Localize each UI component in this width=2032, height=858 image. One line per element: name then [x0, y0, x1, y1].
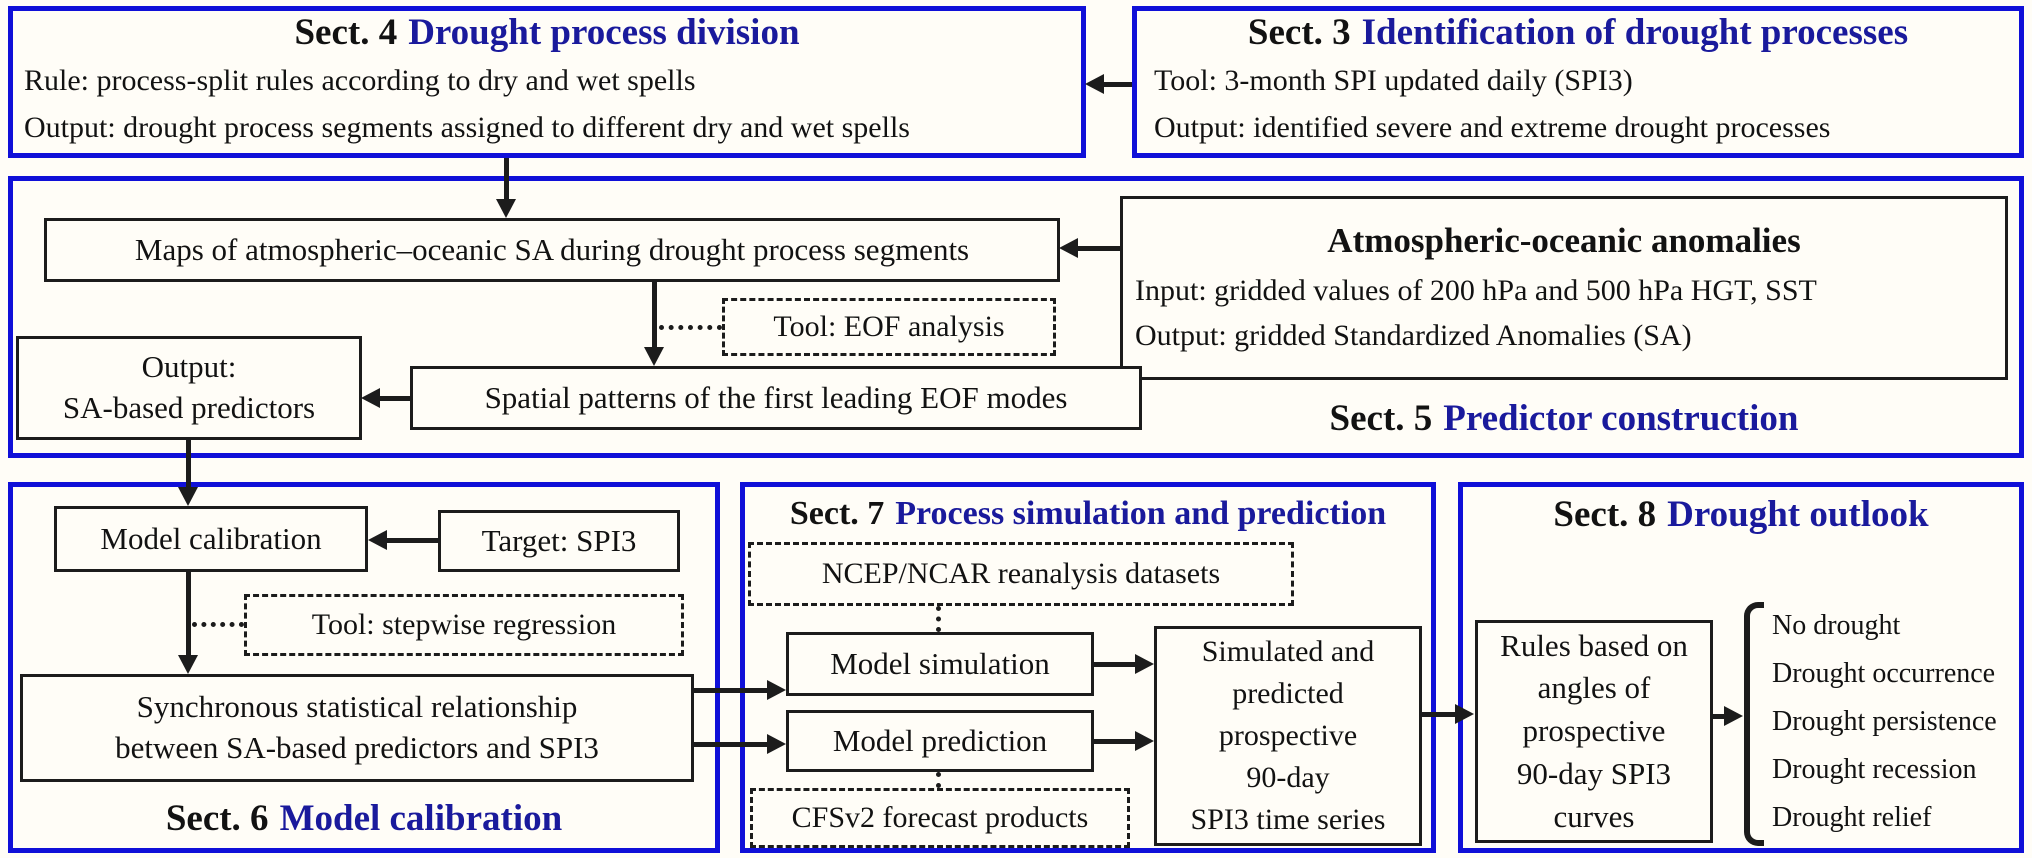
- result-line-4: 90-day: [1246, 761, 1330, 794]
- sect7-title: Sect. 7 Process simulation and prediction: [740, 494, 1436, 533]
- dotted-connector-eof: [659, 325, 722, 330]
- maps-of-sa-label: Maps of atmospheric–oceanic SA during dr…: [134, 231, 970, 267]
- dotted-connector-stepwise: [192, 622, 244, 627]
- ncep-reanalysis-box: NCEP/NCAR reanalysis datasets: [748, 542, 1294, 606]
- outcomes-bracket: [1744, 602, 1764, 846]
- result-line-3: prospective: [1218, 719, 1358, 752]
- sect3-body: Tool: 3-month SPI updated daily (SPI3) O…: [1154, 58, 2014, 151]
- spatial-patterns-label: Spatial patterns of the first leading EO…: [484, 379, 1068, 415]
- atmos-input-line: Input: gridded values of 200 hPa and 500…: [1135, 274, 1817, 308]
- sect3-tool-line: Tool: 3-month SPI updated daily (SPI3): [1154, 64, 1633, 97]
- sect6-title-text: Model calibration: [279, 798, 563, 839]
- maps-of-sa-box: Maps of atmospheric–oceanic SA during dr…: [44, 218, 1060, 282]
- spatial-patterns-box: Spatial patterns of the first leading EO…: [410, 366, 1142, 430]
- sect6-container: [8, 482, 720, 853]
- rules-line-5: curves: [1553, 798, 1635, 834]
- sect4-rule-line: Rule: process-split rules according to d…: [24, 64, 696, 97]
- sect6-number: Sect. 6: [165, 798, 269, 839]
- stepwise-regression-tool-box: Tool: stepwise regression: [244, 594, 684, 656]
- target-spi3-label: Target: SPI3: [481, 522, 637, 558]
- sect8-title-text: Drought outlook: [1667, 494, 1929, 535]
- outcome-drought-occurrence: Drought occurrence: [1772, 658, 1996, 689]
- eof-analysis-tool-label: Tool: EOF analysis: [773, 310, 1005, 344]
- synchronous-relationship-box: Synchronous statistical relationship bet…: [20, 674, 694, 782]
- sect5-title-text: Predictor construction: [1443, 398, 1799, 439]
- sect7-container: [740, 482, 1436, 853]
- outcome-no-drought: No drought: [1772, 610, 1901, 641]
- result-line-2: predicted: [1232, 677, 1344, 710]
- model-prediction-box: Model prediction: [786, 710, 1094, 772]
- sect7-number: Sect. 7: [789, 495, 885, 532]
- sect4-container: [8, 6, 1086, 158]
- stepwise-regression-tool-label: Tool: stepwise regression: [311, 608, 617, 642]
- sa-predictors-output-box: Output: SA-based predictors: [16, 336, 362, 440]
- synchronous-line1: Synchronous statistical relationship: [136, 689, 578, 725]
- sect4-output-line: Output: drought process segments assigne…: [24, 110, 910, 144]
- outcome-drought-relief: Drought relief: [1772, 802, 1932, 833]
- sect3-output-line: Output: identified severe and extreme dr…: [1154, 110, 1831, 144]
- sect3-number: Sect. 3: [1247, 12, 1351, 53]
- model-calibration-label: Model calibration: [100, 520, 322, 556]
- sect8-number: Sect. 8: [1553, 494, 1657, 535]
- sect3-container: [1132, 6, 2024, 158]
- sa-predictors-line1: Output:: [141, 349, 237, 385]
- synchronous-line2: between SA-based predictors and SPI3: [115, 730, 599, 765]
- outcome-drought-persistence: Drought persistence: [1772, 706, 1997, 737]
- sa-predictors-line2: SA-based predictors: [62, 390, 316, 425]
- atmospheric-oceanic-anomalies-box: Atmospheric-oceanic anomalies Input: gri…: [1120, 196, 2008, 380]
- sect3-title-text: Identification of drought processes: [1361, 12, 1909, 53]
- ncep-reanalysis-label: NCEP/NCAR reanalysis datasets: [821, 557, 1221, 591]
- sect7-title-text: Process simulation and prediction: [895, 495, 1387, 532]
- sect8-container: [1458, 482, 2024, 853]
- rules-line-2: angles of: [1537, 670, 1651, 706]
- model-simulation-label: Model simulation: [830, 645, 1050, 681]
- result-line-1: Simulated and: [1201, 635, 1375, 668]
- atmos-output-line: Output: gridded Standardized Anomalies (…: [1135, 319, 1692, 353]
- target-spi3-box: Target: SPI3: [438, 510, 680, 572]
- eof-analysis-tool-box: Tool: EOF analysis: [722, 298, 1056, 356]
- outcome-drought-recession: Drought recession: [1772, 754, 1977, 785]
- rules-line-1: Rules based on: [1500, 627, 1688, 663]
- rules-angles-box: Rules based on angles of prospective 90-…: [1475, 620, 1713, 843]
- model-prediction-label: Model prediction: [832, 722, 1048, 758]
- rules-line-3: prospective: [1522, 713, 1666, 749]
- result-line-5: SPI3 time series: [1190, 803, 1386, 836]
- sect5-number: Sect. 5: [1329, 398, 1433, 439]
- sect4-title-text: Drought process division: [408, 12, 800, 53]
- rules-line-4: 90-day SPI3: [1516, 755, 1672, 791]
- atmos-box-title: Atmospheric-oceanic anomalies: [1327, 220, 1801, 260]
- dotted-connector-pred-cfsv2: [936, 772, 941, 788]
- cfsv2-forecast-box: CFSv2 forecast products: [750, 788, 1130, 848]
- sect4-number: Sect. 4: [294, 12, 398, 53]
- outcomes-list: No drought Drought occurrence Drought pe…: [1772, 602, 2024, 842]
- sect5-container: [8, 176, 2024, 458]
- dotted-connector-ncep-sim: [936, 606, 941, 632]
- simulated-predicted-spi3-box: Simulated and predicted prospective 90-d…: [1154, 626, 1422, 846]
- model-simulation-box: Model simulation: [786, 632, 1094, 696]
- model-calibration-box: Model calibration: [54, 506, 368, 572]
- cfsv2-forecast-label: CFSv2 forecast products: [791, 801, 1089, 835]
- sect4-body: Rule: process-split rules according to d…: [24, 58, 1074, 151]
